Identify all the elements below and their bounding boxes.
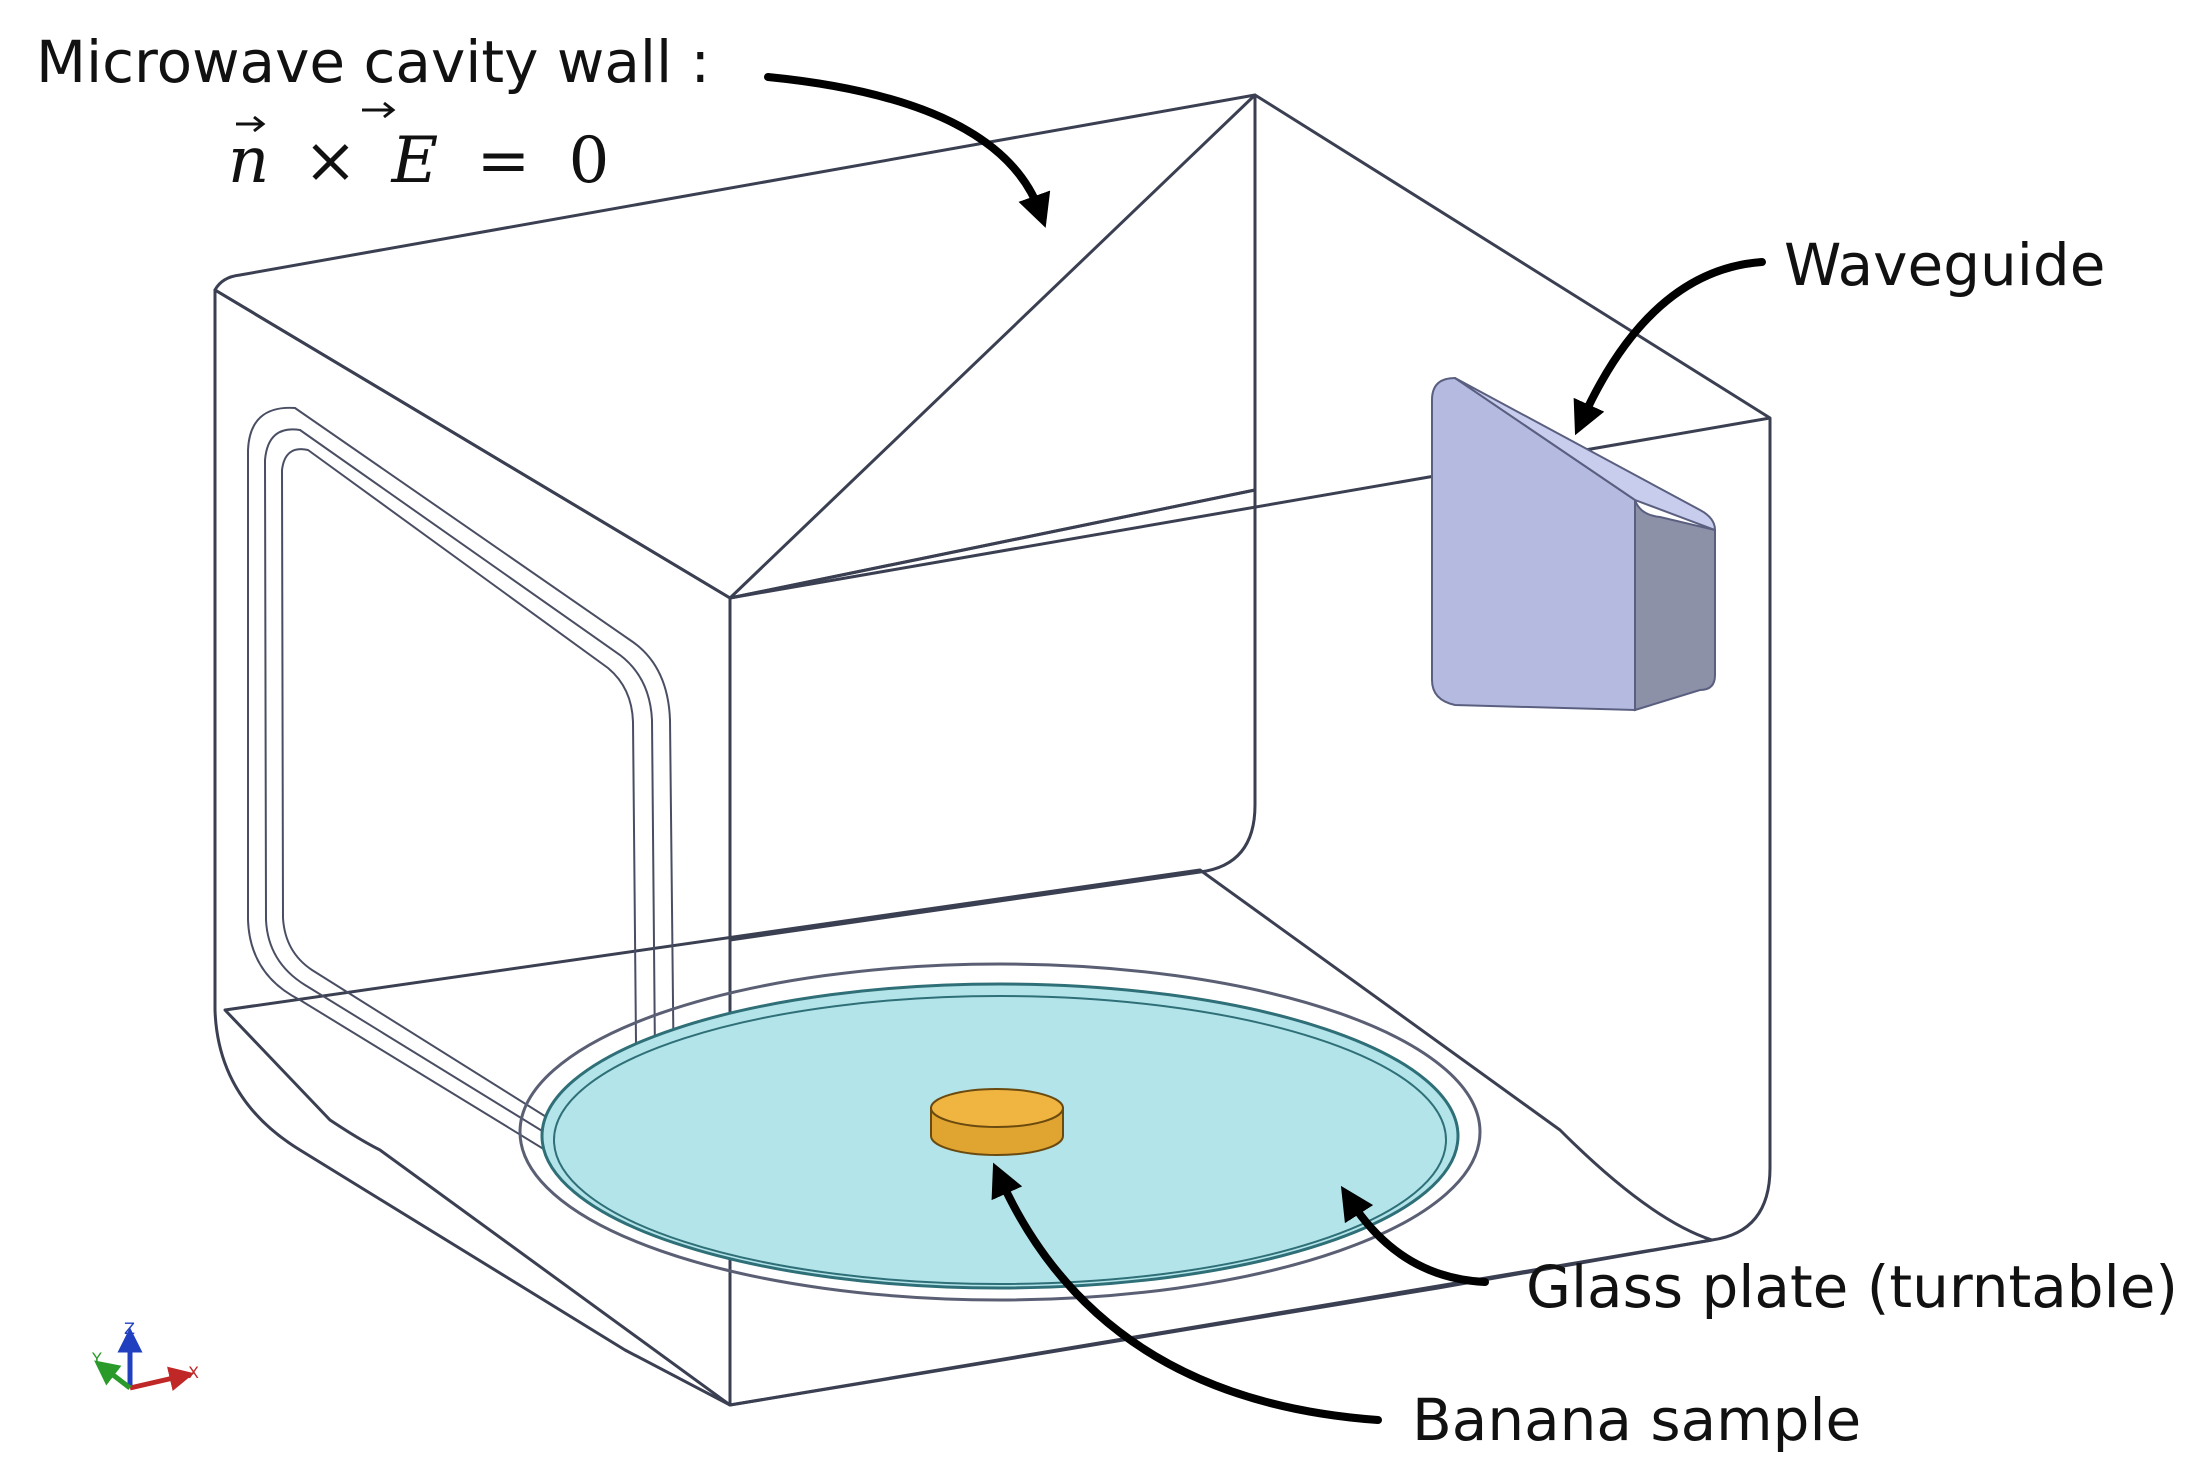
- equation-n: n: [228, 124, 269, 198]
- glass-plate-label: Glass plate (turntable): [1526, 1253, 2178, 1321]
- waveguide-side: [1634, 499, 1716, 712]
- banana-sample-top: [930, 1088, 1064, 1128]
- turntable-recess: [518, 962, 1482, 1302]
- cavity-door-face: [213, 288, 732, 1407]
- cavity-wall-label: Microwave cavity wall :: [36, 28, 710, 96]
- door-frame-inner2: [280, 448, 639, 1166]
- axis-z-label: Z: [124, 1319, 135, 1338]
- arrow-to-cavity-wall: [764, 73, 1051, 228]
- equation-zero: 0: [569, 124, 610, 198]
- banana-sample-label: Banana sample: [1412, 1386, 1861, 1454]
- equation-times: ×: [304, 124, 358, 198]
- axis-x-line: [129, 1366, 195, 1391]
- axis-y-label: Y: [91, 1349, 102, 1368]
- boundary-condition-equation: n × E = 0: [228, 101, 609, 198]
- cavity-back-wall: [728, 488, 1257, 942]
- vector-arrow-n: [236, 115, 266, 133]
- arrow-to-waveguide: [1573, 258, 1766, 436]
- waveguide: [1431, 376, 1717, 712]
- axis-x-label: X: [188, 1363, 199, 1382]
- arrow-to-glass-plate: [1340, 1185, 1489, 1286]
- cavity-floor: [223, 868, 1714, 1407]
- cavity-top-front-edge: [729, 416, 1771, 600]
- axis-triad: Z X Y: [91, 1319, 199, 1391]
- equation-equals: =: [477, 124, 531, 198]
- glass-plate-inner-edge: [553, 995, 1447, 1285]
- waveguide-label: Waveguide: [1784, 231, 2105, 299]
- equation-E: E: [391, 124, 439, 198]
- door-frame-outer: [247, 406, 677, 1215]
- axis-y-line: [94, 1360, 132, 1390]
- equation-text: n × E = 0: [228, 124, 609, 198]
- cavity-top-wall: [213, 93, 1257, 600]
- arrow-to-banana-sample: [991, 1162, 1382, 1424]
- banana-sample: [930, 1088, 1064, 1156]
- vector-arrow-E: [362, 101, 396, 119]
